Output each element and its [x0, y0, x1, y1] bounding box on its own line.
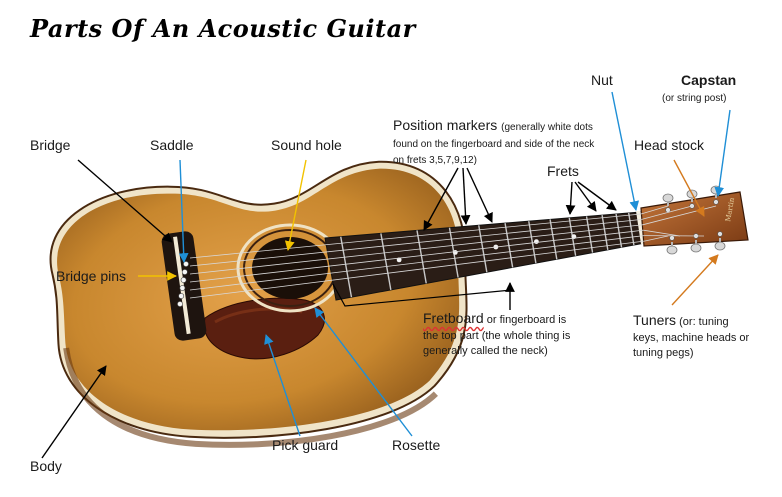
- label-capstan-note: (or string post): [662, 93, 726, 105]
- label-saddle: Saddle: [150, 137, 194, 153]
- label-tuners: Tuners (or: tuning keys, machine heads o…: [633, 311, 753, 361]
- position-marker-dot: [534, 239, 539, 244]
- label-bridge-pins: Bridge pins: [56, 268, 126, 284]
- capstan-post: [714, 200, 719, 205]
- tuner-key: [667, 246, 677, 254]
- label-rosette: Rosette: [392, 437, 440, 453]
- label-body: Body: [30, 458, 62, 474]
- label-bridge: Bridge: [30, 137, 70, 153]
- tuner-key: [715, 242, 725, 250]
- label-capstan: Capstan: [681, 72, 736, 88]
- tuner-key: [663, 194, 673, 202]
- fretboard-title: Fretboard: [423, 310, 484, 326]
- bridge-pin: [177, 301, 182, 306]
- label-nut: Nut: [591, 72, 613, 88]
- label-position-markers: Position markers (generally white dots f…: [393, 117, 608, 167]
- label-fretboard: Fretboard or fingerboard is the top part…: [423, 309, 583, 359]
- capstan-post: [718, 232, 723, 237]
- label-sound-hole: Sound hole: [271, 137, 342, 153]
- bridge-pin: [181, 277, 186, 282]
- bridge-pin: [179, 293, 184, 298]
- bridge-pin: [182, 269, 187, 274]
- page-title: Parts Of An Acoustic Guitar: [30, 14, 416, 43]
- bridge-pin: [180, 285, 185, 290]
- position-markers-title: Position markers: [393, 117, 497, 133]
- position-marker-dot: [453, 250, 458, 255]
- label-pick-guard: Pick guard: [272, 437, 338, 453]
- bridge-pin: [183, 261, 188, 266]
- capstan-post: [670, 236, 675, 241]
- label-head-stock: Head stock: [634, 137, 704, 153]
- tuners-title: Tuners: [633, 312, 676, 328]
- tuner-key: [691, 244, 701, 252]
- sound-hole: [252, 237, 328, 299]
- label-frets: Frets: [547, 163, 579, 179]
